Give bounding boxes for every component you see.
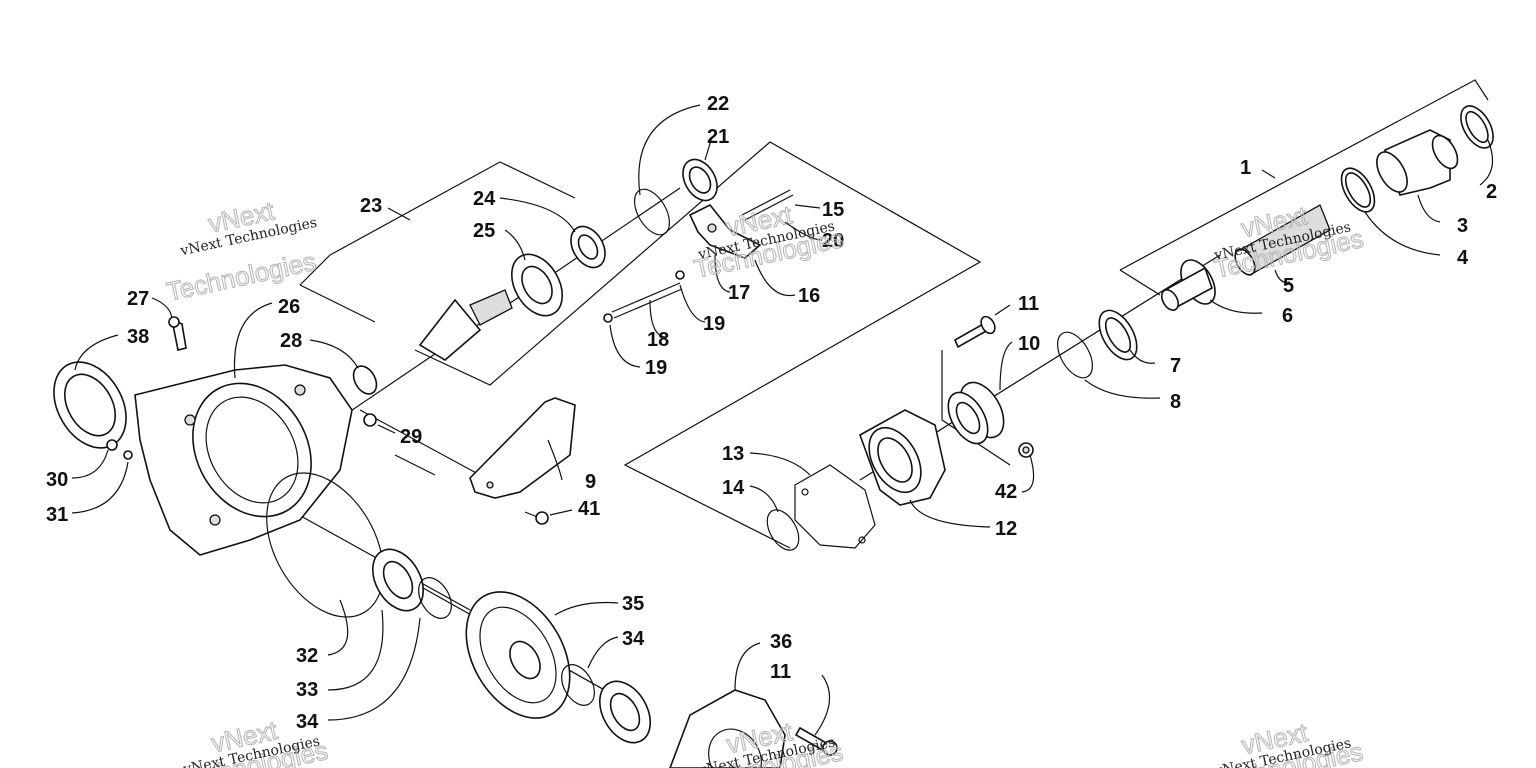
label-7: 7	[1170, 355, 1181, 377]
part-4-clamp	[1340, 167, 1376, 213]
part-28-bushing	[352, 365, 378, 395]
watermark-bottom-left: vNext Technologies vNext Technologies	[175, 714, 331, 768]
part-21-bearing	[682, 158, 718, 202]
part-6-yoke	[1161, 259, 1216, 311]
part-3-boot	[1376, 129, 1459, 196]
part-19-washer-b	[675, 270, 685, 280]
part-34-ring-lower	[561, 664, 595, 706]
part-16-17-fork	[688, 203, 762, 259]
label-1: 1	[1240, 157, 1251, 179]
label-6: 6	[1282, 305, 1293, 327]
part-36-cover	[669, 689, 786, 768]
label-11-lower: 11	[770, 661, 791, 683]
label-42: 42	[995, 481, 1017, 503]
label-13: 13	[722, 443, 744, 465]
label-30: 30	[46, 469, 68, 491]
label-15: 15	[822, 199, 844, 221]
watermark-top-left: vNext Technologies vNext Technologies	[163, 195, 319, 308]
label-27: 27	[127, 288, 149, 310]
part-27-fitting	[168, 316, 187, 351]
part-11-bolt-lower	[794, 726, 838, 756]
label-5: 5	[1283, 275, 1294, 297]
label-14: 14	[722, 477, 745, 499]
label-16: 16	[798, 285, 820, 307]
part-26-main-housing	[134, 364, 353, 556]
label-4: 4	[1457, 247, 1469, 269]
part-2-ring	[1460, 105, 1494, 149]
label-25: 25	[473, 220, 495, 242]
part-10-bearing	[947, 381, 1005, 445]
leader-lines	[71, 104, 1494, 736]
part-31-washer	[123, 450, 133, 460]
label-12: 12	[995, 518, 1017, 540]
label-9: 9	[585, 471, 596, 493]
part-15-rod	[741, 189, 794, 221]
label-28: 28	[280, 330, 302, 352]
label-21: 21	[707, 126, 729, 148]
part-42-plug	[1018, 442, 1034, 458]
watermark-bottom-right: vNext Technologies vNext Technologies	[1210, 717, 1366, 768]
label-34-upper: 34	[622, 628, 645, 650]
part-12-housing	[859, 409, 946, 506]
assembly-bracket-12	[941, 350, 1011, 466]
label-19-lower: 19	[645, 357, 667, 379]
watermark-top-right: vNext Technologies vNext Technologies	[1211, 200, 1367, 285]
label-23: 23	[360, 195, 382, 217]
part-5-splined-shaft	[1234, 204, 1331, 276]
label-36: 36	[770, 631, 792, 653]
part-18-shaft	[611, 282, 683, 319]
label-24: 24	[473, 188, 496, 210]
label-17: 17	[728, 282, 750, 304]
part-32-o-ring	[266, 472, 384, 618]
assembly-bracket-23	[299, 141, 982, 549]
part-11-bolt-upper	[953, 315, 996, 349]
label-18: 18	[647, 329, 669, 351]
part-24-bushing	[570, 225, 606, 269]
part-41-bolt	[524, 511, 549, 525]
part-34-ring-upper	[418, 577, 452, 619]
part-25-bearing	[510, 253, 564, 317]
part-13-gasket	[794, 464, 876, 549]
part-14-snap-ring	[766, 509, 800, 551]
pinion-gear	[418, 289, 513, 361]
label-22: 22	[707, 93, 729, 115]
label-3: 3	[1457, 215, 1468, 237]
label-19-upper: 19	[703, 313, 725, 335]
label-35: 35	[622, 593, 644, 615]
label-20: 20	[822, 230, 844, 252]
label-26: 26	[278, 296, 300, 318]
label-32: 32	[296, 645, 318, 667]
label-11-upper: 11	[1018, 293, 1039, 315]
part-19-washer-a	[603, 313, 613, 323]
label-34-lower: 34	[296, 711, 319, 733]
label-8: 8	[1170, 391, 1181, 413]
part-35-ring-gear	[465, 591, 571, 719]
part-9-bracket	[469, 397, 576, 499]
part-33-bearing	[371, 548, 425, 612]
label-2: 2	[1486, 181, 1497, 203]
assembly-bracket-1	[1119, 79, 1489, 296]
label-10: 10	[1018, 333, 1040, 355]
part-38-seal	[53, 361, 127, 449]
label-29: 29	[400, 426, 422, 448]
label-31: 31	[46, 504, 68, 526]
part-30-plug	[106, 439, 118, 451]
part-8-snap-ring	[1056, 331, 1094, 379]
label-41: 41	[578, 498, 600, 520]
label-33: 33	[296, 679, 318, 701]
bearing-lower	[598, 680, 652, 744]
callout-labels: 1 2 3 4 5 6 7 8 9 10 11 11 12 13 14 15 1…	[46, 93, 1497, 733]
label-38: 38	[127, 326, 149, 348]
part-22-snap-ring	[633, 188, 671, 236]
part-7-seal	[1098, 309, 1138, 361]
part-29-washer	[363, 413, 377, 427]
